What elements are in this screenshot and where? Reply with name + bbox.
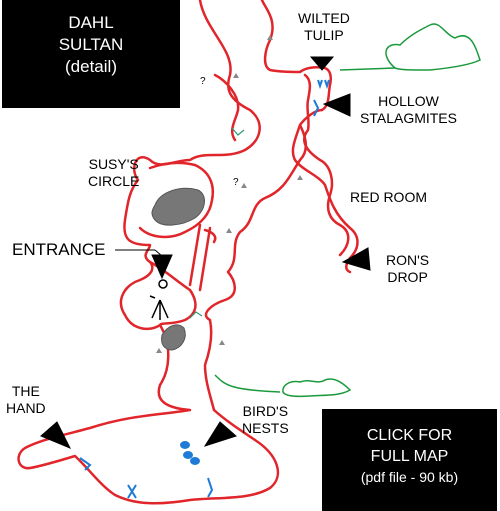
stalagmites-mark <box>313 99 320 117</box>
survey-marker <box>297 175 303 180</box>
pointer-wilted-tulip <box>309 56 335 71</box>
title-line-1: DAHL <box>68 13 114 32</box>
label-wilted-tulip-line1: WILTED <box>298 10 350 26</box>
entrance-shaft-2 <box>198 226 212 292</box>
full-map-line-3: (pdf file - 90 kb) <box>360 469 459 485</box>
rock-susys-circle <box>151 187 205 226</box>
entrance-circle <box>158 279 168 289</box>
tulip-mark-1 <box>317 79 323 90</box>
water-x-bottom <box>127 484 137 499</box>
survey-markers <box>156 35 303 353</box>
full-map-link[interactable]: CLICK FOR FULL MAP (pdf file - 90 kb) <box>322 409 497 511</box>
survey-marker <box>241 183 247 188</box>
label-entrance: ENTRANCE <box>12 240 106 259</box>
passage-wall-left <box>17 0 280 505</box>
pointer-hollow-stalagmites <box>322 93 351 117</box>
survey-marker <box>219 340 225 345</box>
label-the-hand-line1: THE <box>11 383 40 399</box>
pointer-entrance-leader-vertical <box>154 249 163 257</box>
passage-wall-red-room <box>291 123 359 274</box>
minor-mark-lower <box>189 311 203 319</box>
label-wilted-tulip-line2: TULIP <box>304 27 344 43</box>
label-pointers <box>40 56 371 449</box>
pointer-rons-drop <box>341 247 371 271</box>
water-mark-hand <box>79 457 92 471</box>
label-susys-circle-line2: CIRCLE <box>88 173 140 189</box>
survey-marker <box>226 228 232 233</box>
passage-wall-tulip-inner <box>303 73 350 257</box>
label-hollow-stalagmites-line2: STALAGMITES <box>360 110 457 126</box>
birds-nest-2 <box>183 451 193 459</box>
label-rons-drop-line2: DROP <box>387 269 428 285</box>
tulip-mark-2 <box>324 79 330 90</box>
minor-mark-upper <box>231 127 245 136</box>
title-line-3: (detail) <box>65 57 117 76</box>
passage-wall-susys-circle <box>138 161 214 239</box>
label-susys-circle-line1: SUSY'S <box>88 156 139 172</box>
full-map-line-1: CLICK FOR <box>366 427 453 444</box>
survey-marker <box>156 348 162 353</box>
question-mark-upper: ? <box>200 76 206 87</box>
entrance-chamber-wall <box>148 260 197 327</box>
map-title-box: DAHL SULTAN (detail) <box>2 0 180 108</box>
label-birds-nests: BIRD'S NESTS <box>242 403 289 437</box>
label-the-hand-line2: HAND <box>6 400 46 416</box>
title-line-2: SULTAN <box>58 35 124 54</box>
entrance-shaft-3 <box>203 228 217 244</box>
label-birds-nests-line1: BIRD'S <box>242 403 289 419</box>
surface-line-lower <box>214 374 281 393</box>
rock-entrance <box>161 324 186 351</box>
label-wilted-tulip: WILTED TULIP <box>298 10 350 44</box>
passage-wall-upper-branch <box>213 73 240 142</box>
birds-nest-1 <box>180 441 190 449</box>
question-mark-middle: ? <box>233 177 239 188</box>
entrance-tick <box>149 295 156 299</box>
birds-nest-3 <box>190 457 200 465</box>
survey-marker <box>233 73 239 78</box>
water-mark-right <box>207 477 214 498</box>
pointer-the-hand <box>40 421 72 449</box>
survey-marker <box>267 35 273 40</box>
label-the-hand: THE HAND <box>6 383 46 417</box>
surface-line-upper <box>339 67 396 71</box>
label-red-room: RED ROOM <box>350 189 427 205</box>
rock-obstacles <box>151 187 205 351</box>
surface-outline-lower <box>282 378 352 398</box>
entrance-fan <box>151 299 169 320</box>
label-birds-nests-line2: NESTS <box>242 420 289 436</box>
label-hollow-stalagmites: HOLLOW STALAGMITES <box>360 93 457 127</box>
label-hollow-stalagmites-line1: HOLLOW <box>378 93 439 109</box>
pointer-entrance <box>151 254 173 280</box>
surface-outline-upper <box>385 23 481 71</box>
full-map-line-2: FULL MAP <box>370 448 449 465</box>
pointer-birds-nests <box>203 421 237 447</box>
surface-traces <box>214 23 481 398</box>
cave-passage-walls <box>17 0 359 505</box>
minor-marks <box>189 127 245 319</box>
entrance-symbol <box>149 279 169 320</box>
unknown-leads: ? ? <box>200 76 239 188</box>
entrance-shaft-1 <box>188 223 202 287</box>
label-rons-drop-line1: RON'S <box>386 252 430 268</box>
label-susys-circle: SUSY'S CIRCLE <box>88 156 139 190</box>
water-features <box>79 79 330 499</box>
label-rons-drop: RON'S DROP <box>386 252 429 286</box>
